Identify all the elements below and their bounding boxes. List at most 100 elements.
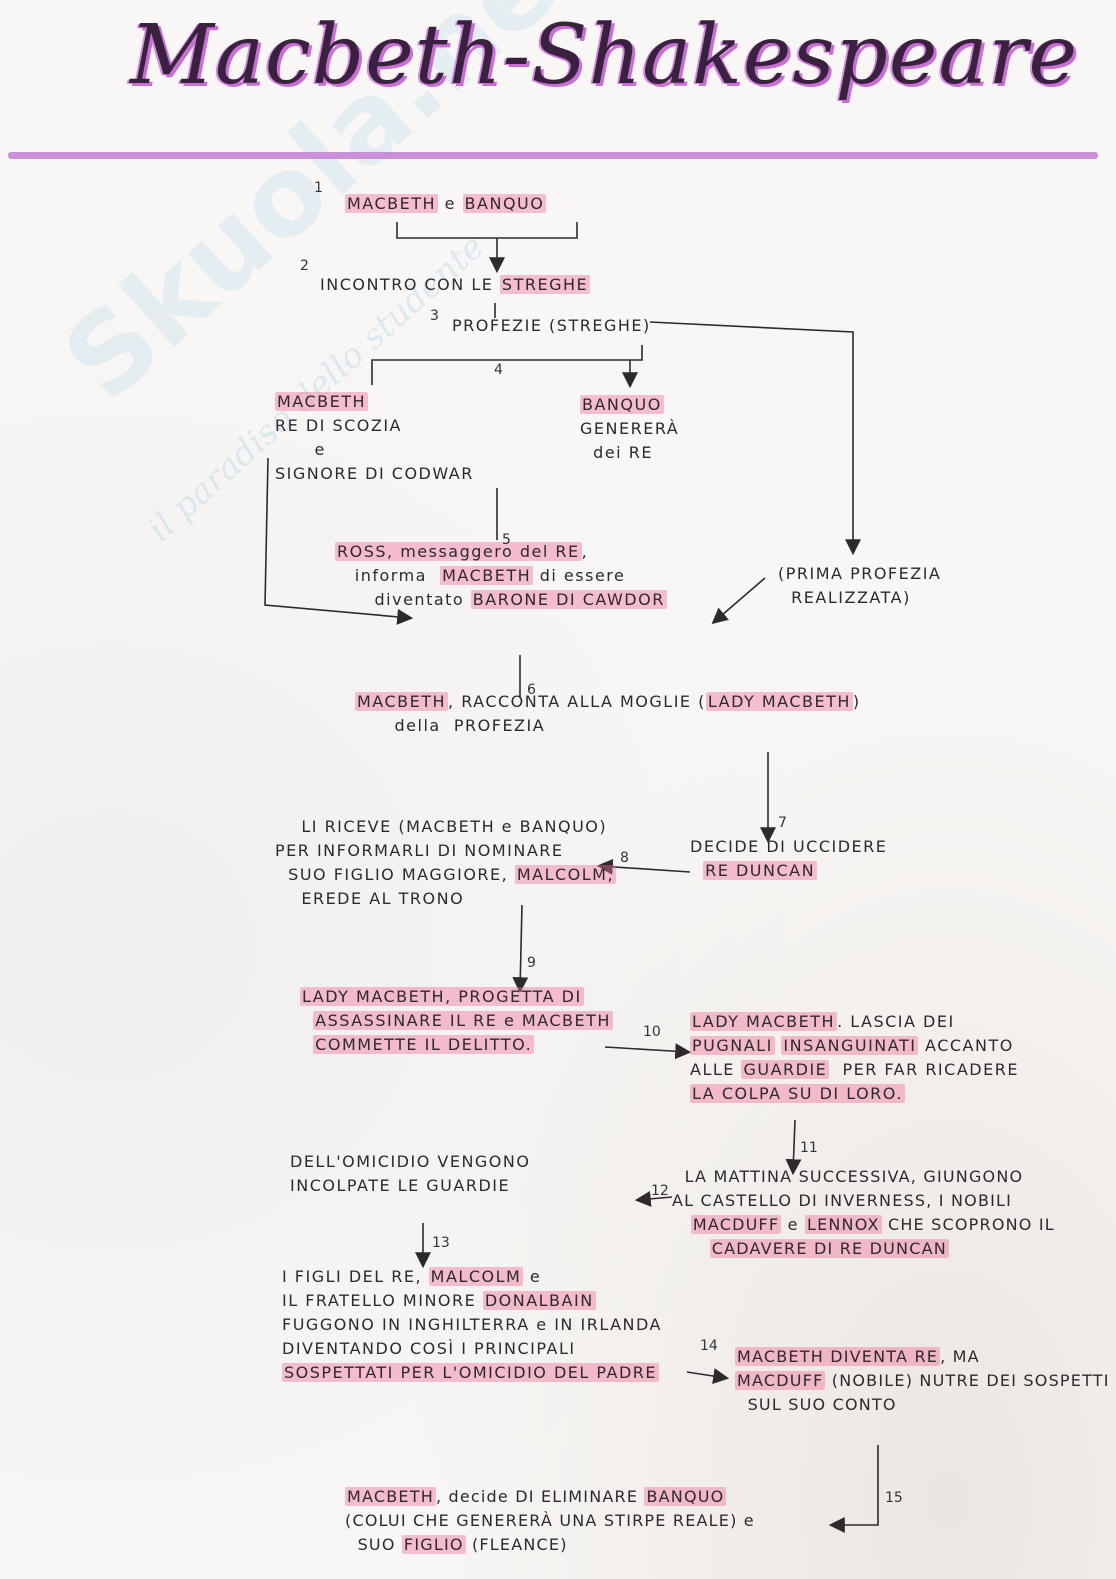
node-line: I FIGLI DEL RE, MALCOLM e [282,1265,662,1289]
node-n6: MACBETH, RACCONTA ALLA MOGLIE (LADY MACB… [355,690,861,738]
arrow-profezie-prima [649,321,861,556]
node-line: LADY MACBETH, PROGETTA DI [300,985,613,1009]
highlighted-text: MACDUFF [690,1215,782,1234]
node-line: RE DI SCOZIA [275,414,474,438]
text: e [781,1215,805,1234]
node-line: GENERERÀ [580,417,679,441]
node-n9: LADY MACBETH, PROGETTA DI ASSASSINARE IL… [300,985,613,1057]
text: ACCANTO [918,1036,1014,1055]
step-number: 10 [643,1024,661,1040]
highlighted-text: MACBETH [345,194,439,213]
text: e [523,1267,542,1286]
text: (NOBILE) NUTRE DEI SOSPETTI [825,1371,1110,1390]
step-number: 5 [502,532,511,548]
node-line: LADY MACBETH. LASCIA DEI [690,1010,1019,1034]
step-number: 7 [778,815,787,831]
node-line: MACBETH, RACCONTA ALLA MOGLIE (LADY MACB… [355,690,861,714]
highlighted-text: LA COLPA SU DI LORO. [690,1084,905,1103]
title-underline [8,152,1098,159]
step-number: 2 [300,258,309,274]
step-number: 9 [527,955,536,971]
text: DECIDE DI UCCIDERE [690,837,888,856]
text: FUGGONO IN INGHILTERRA e IN IRLANDA [282,1315,662,1334]
node-line: MACBETH, decide DI ELIMINARE BANQUO [345,1485,755,1509]
step-number: 11 [800,1140,818,1156]
text: SUO [345,1535,402,1554]
node-line: INCOLPATE LE GUARDIE [290,1174,530,1198]
step-number: 4 [494,362,503,378]
node-line: ASSASSINARE IL RE e MACBETH [300,1009,613,1033]
node-line: MACBETH DIVENTA RE, MA [735,1345,1110,1369]
highlighted-text: ASSASSINARE IL RE e MACBETH [313,1011,613,1030]
node-line: COMMETTE IL DELITTO. [300,1033,613,1057]
node-n7: DECIDE DI UCCIDERE RE DUNCAN [690,835,887,883]
node-line: MACDUFF e LENNOX CHE SCOPRONO IL [672,1213,1055,1237]
node-line: BANQUO [580,393,679,417]
step-number: 13 [432,1235,450,1251]
highlighted-text: MACBETH [440,566,534,585]
text: EREDE AL TRONO [275,889,465,908]
node-line: PUGNALI INSANGUINATI ACCANTO [690,1034,1019,1058]
highlighted-text: BANQUO [580,395,664,414]
highlighted-text: MALCOLM [428,1267,524,1286]
arrow-9 [512,904,529,994]
node-line: ALLE GUARDIE PER FAR RICADERE [690,1058,1019,1082]
highlighted-text: INSANGUINATI [781,1036,919,1055]
step-number: 15 [885,1490,903,1506]
highlighted-text: LENNOX [804,1215,882,1234]
text: , decide DI ELIMINARE [435,1487,645,1506]
node-line: LA COLPA SU DI LORO. [690,1082,1019,1106]
node-line: diventato BARONE DI CAWDOR [335,588,667,612]
text: SIGNORE DI CODWAR [275,464,474,483]
arrow-8 [596,858,691,875]
highlighted-text: SOSPETTATI PER L'OMICIDIO DEL PADRE [282,1363,660,1382]
node-line: SOSPETTATI PER L'OMICIDIO DEL PADRE [282,1361,662,1385]
node-n1: MACBETH e BANQUO [345,192,547,216]
node-line: MACBETH [275,390,474,414]
arrow-12 [634,1190,673,1207]
node-n3: PROFEZIE (STREGHE) [452,314,651,338]
text: informa [335,566,441,585]
text: , [581,542,589,561]
text: LI RICEVE (MACBETH e BANQUO) [275,817,608,836]
arrow-macbeth-ross [264,457,414,625]
text: DELL'OMICIDIO VENGONO [290,1152,531,1171]
bracket-profezie [371,345,643,385]
text: . LASCIA DEI [837,1012,955,1031]
node-line: FUGGONO IN INGHILTERRA e IN IRLANDA [282,1313,662,1337]
node-line: DIVENTANDO COSÌ I PRINCIPALI [282,1337,662,1361]
highlighted-text: COMMETTE IL DELITTO. [313,1035,535,1054]
text: (COLUI CHE GENERERÀ UNA STIRPE REALE) e [345,1511,755,1530]
arrow-15 [828,1445,879,1533]
highlighted-text: GUARDIE [741,1060,830,1079]
node-line: PROFEZIE (STREGHE) [452,314,651,338]
highlighted-text: BARONE DI CAWDOR [470,590,667,609]
text: SUL SUO CONTO [735,1395,897,1414]
highlighted-text: STREGHE [499,275,591,294]
arrow-14 [686,1368,730,1384]
text [300,1035,313,1054]
text: INCOLPATE LE GUARDIE [290,1176,511,1195]
text: INCONTRO CON LE [320,275,500,294]
text: CHE SCOPRONO IL [881,1215,1055,1234]
node-line: IL FRATELLO MINORE DONALBAIN [282,1289,662,1313]
text: LA MATTINA SUCCESSIVA, GIUNGONO [672,1167,1024,1186]
text: (FLEANCE) [465,1535,568,1554]
node-line: informa MACBETH di essere [335,564,667,588]
node-line: SUO FIGLIO (FLEANCE) [345,1533,755,1557]
text: PER INFORMARLI DI NOMINARE [275,841,564,860]
node-line: LI RICEVE (MACBETH e BANQUO) [275,815,616,839]
node-line: ROSS, messaggero del RE, [335,540,667,564]
highlighted-text: BANQUO [462,194,547,213]
text: , MA [940,1347,980,1366]
node-line: SIGNORE DI CODWAR [275,462,474,486]
node-line: EREDE AL TRONO [275,887,616,911]
text [300,1011,313,1030]
text: della PROFEZIA [355,716,546,735]
highlighted-text: BANQUO [644,1487,727,1506]
